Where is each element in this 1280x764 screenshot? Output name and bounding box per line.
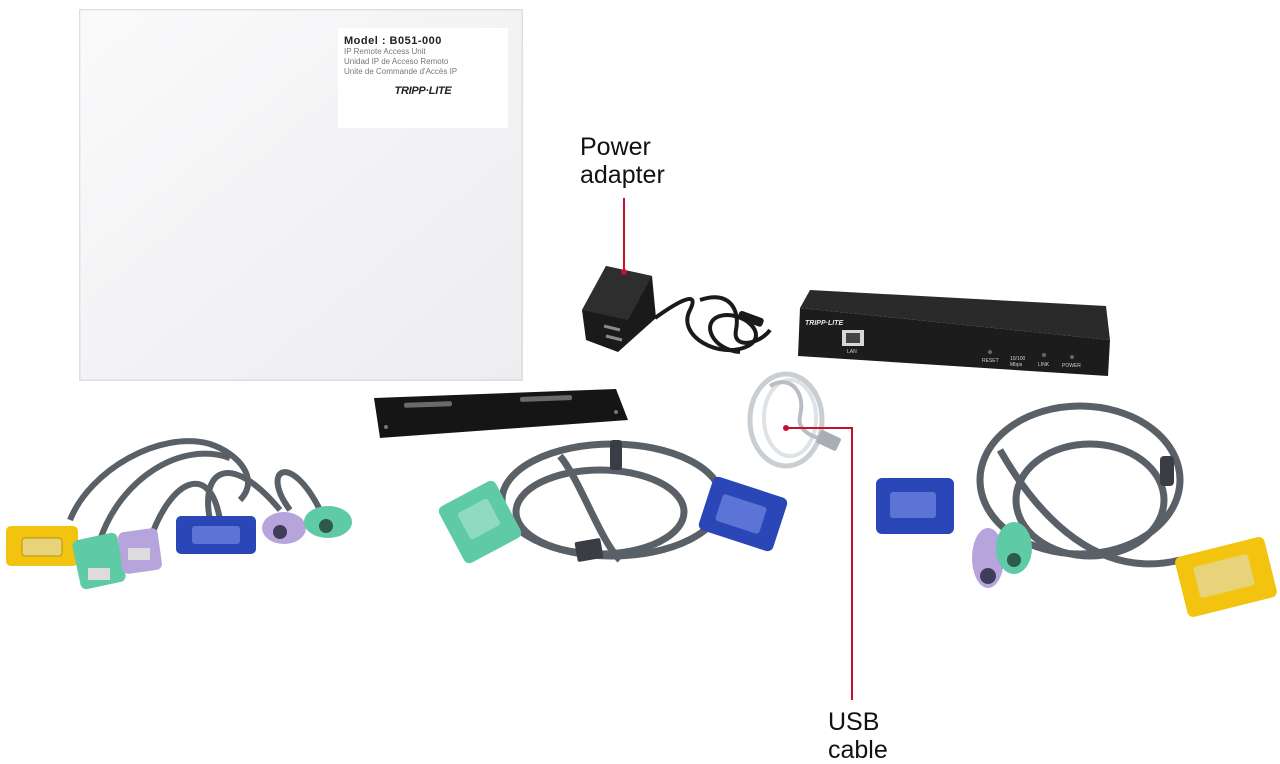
kvm-cable-middle [438, 440, 788, 564]
usb-cable-label-line: cable [828, 736, 888, 764]
kvm-cable-right [876, 402, 1277, 617]
box-model-text: Model : B051-000 [344, 35, 442, 47]
power-adapter [582, 266, 772, 354]
usb-cable-callout-line [786, 427, 853, 700]
ip-remote-access-unit [798, 290, 1110, 376]
port-label-reset: RESET [982, 358, 999, 364]
usb-cable-label-line: USB [828, 708, 880, 736]
device-brand-logo: TRIPP·LITE [805, 320, 844, 327]
callout-lines [621, 198, 853, 700]
mounting-bracket [374, 389, 628, 438]
power-adapter-label-line: adapter [580, 161, 665, 189]
box-subtitle-line: IP Remote Access Unit [344, 47, 426, 56]
power-adapter-label: Power adapter [580, 133, 665, 189]
box-brand-logo: TRIPP·LITE [394, 85, 452, 97]
power-adapter-label-line: Power [580, 133, 651, 161]
box-label: Model : B051-000 IP Remote Access Unit U… [338, 28, 508, 128]
usb-cable-label: USB cable [828, 708, 888, 764]
port-label-power: POWER [1062, 363, 1081, 369]
usb-cable [747, 371, 841, 469]
box-subtitle-line: Unidad IP de Acceso Remoto [344, 57, 449, 66]
port-label-link: LINK [1038, 362, 1050, 368]
port-label-speed: 10/100 Mbps [1010, 356, 1026, 368]
kvm-cable-left [6, 438, 352, 590]
port-label-lan: LAN [847, 349, 857, 355]
box-subtitle-line: Unite de Commande d'Accès IP [344, 67, 458, 76]
